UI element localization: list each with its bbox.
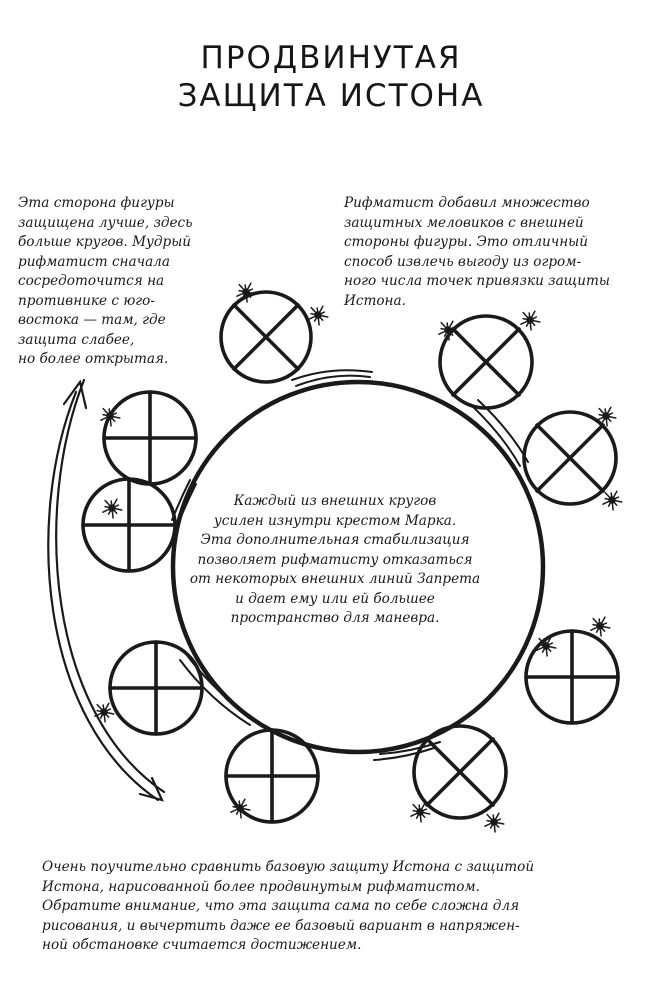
chalkling-star xyxy=(94,702,115,723)
chalkling-star xyxy=(520,310,541,331)
chalkling-star xyxy=(602,490,623,511)
note-line: пространство для маневра. xyxy=(230,610,440,626)
circle-right-lower xyxy=(524,629,620,725)
note-line: защитных меловиков с внешней xyxy=(344,214,584,231)
circle-left-upper xyxy=(102,390,198,486)
chalkling-star xyxy=(102,498,123,519)
note-line: но более открытая. xyxy=(18,351,169,367)
circle-bottom-right xyxy=(412,724,508,820)
circle-top-left xyxy=(219,290,313,384)
note-line: Обратите внимание, что эта защита сама п… xyxy=(42,898,520,914)
chalkling-star xyxy=(230,798,251,819)
note-line: Эта дополнительная стабилизация xyxy=(200,532,470,548)
note-line: рисования, и вычертить даже ее базовый в… xyxy=(42,917,520,934)
note-line: Истона. xyxy=(344,292,406,309)
page-title-line-1: ПРОДВИНУТАЯ xyxy=(200,40,462,76)
chalkling-star xyxy=(590,616,611,637)
note-line: больше кругов. Мудрый xyxy=(18,234,192,250)
chalkling-star xyxy=(308,305,329,326)
note-line: позволяет рифматисту отказаться xyxy=(197,551,473,568)
note-center: Каждый из внешних кругов усилен изнутри … xyxy=(150,492,520,629)
curved-arrow xyxy=(47,378,166,802)
main-circle xyxy=(170,379,546,755)
note-top-right: Рифматист добавил множество защитных мел… xyxy=(344,194,644,311)
note-line: Каждый из внешних кругов xyxy=(233,493,437,509)
note-line: востока — там, где xyxy=(18,312,166,328)
chalkling-star xyxy=(438,320,459,341)
circle-left-lower xyxy=(108,640,204,736)
note-line: Очень поучительно сравнить базовую защит… xyxy=(42,859,535,875)
circle-bottom-left xyxy=(224,728,320,824)
note-line: стороны фигуры. Это отличный xyxy=(344,234,589,250)
circle-top-right xyxy=(438,314,534,410)
page-title-line-2: ЗАЩИТА ИСТОНА xyxy=(177,78,485,114)
note-top-left: Эта сторона фигуры защищена лучше, здесь… xyxy=(18,194,218,370)
chalkling-star xyxy=(410,802,431,823)
chalkling-star xyxy=(596,406,617,427)
note-line: и дает ему или ей большее xyxy=(235,590,435,607)
note-line: Эта сторона фигуры xyxy=(18,195,175,211)
note-line: защищена лучше, здесь xyxy=(18,214,193,231)
note-line: противнике с юго- xyxy=(18,292,155,309)
note-line: способ извлечь выгоду из огром- xyxy=(344,253,582,270)
circle-right-upper xyxy=(522,410,618,506)
chalkling-star xyxy=(100,406,121,427)
chalkling-star xyxy=(536,636,557,657)
note-line: сосредоточится на xyxy=(18,273,165,289)
note-line: ной обстановке считается достижением. xyxy=(42,937,362,953)
chalkling-star xyxy=(484,812,505,833)
note-line: Рифматист добавил множество xyxy=(344,195,590,211)
note-line: рифматист сначала xyxy=(18,253,170,270)
note-bottom: Очень поучительно сравнить базовую защит… xyxy=(42,858,642,956)
note-line: ного числа точек привязки защиты xyxy=(344,273,611,289)
chalkling-star xyxy=(236,282,257,303)
note-line: защита слабее, xyxy=(18,331,135,348)
note-line: усилен изнутри крестом Марка. xyxy=(213,512,457,529)
chalkling-stars xyxy=(94,282,623,833)
note-line: Истона, нарисованной более продвинутым р… xyxy=(42,878,481,895)
circle-left-mid xyxy=(81,477,177,573)
note-line: от некоторых внешних линий Запрета xyxy=(189,571,481,587)
